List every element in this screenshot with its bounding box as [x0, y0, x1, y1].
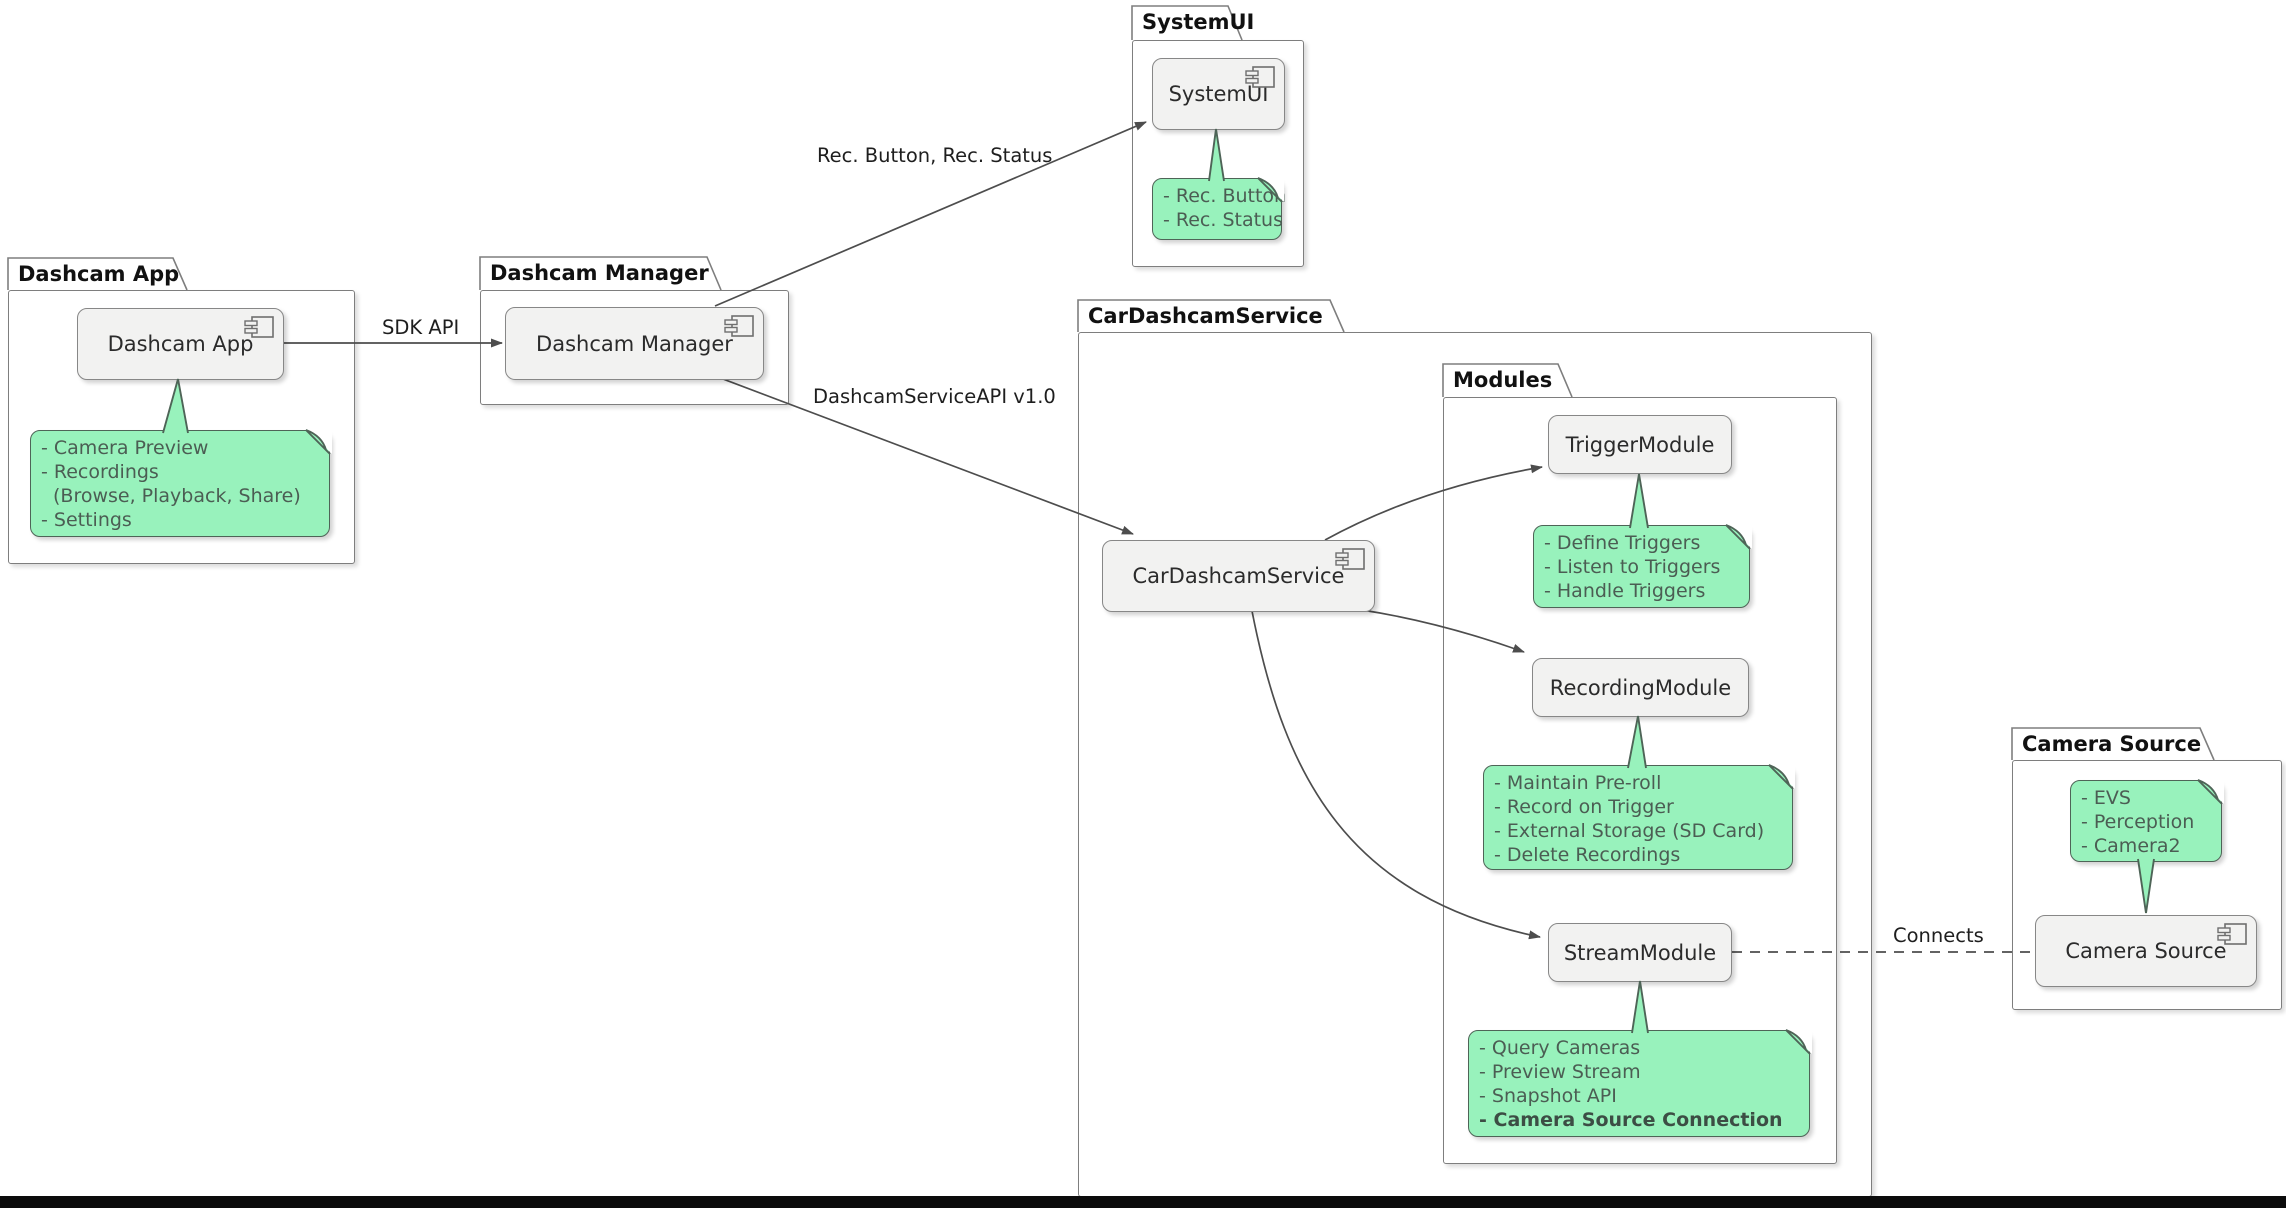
edge-label-sdk-api: SDK API: [382, 316, 460, 339]
component-dashcam-app: Dashcam App: [77, 308, 284, 380]
note-line: - Record on Trigger: [1494, 796, 1674, 818]
edge-label-rec-button-status: Rec. Button, Rec. Status: [817, 144, 1053, 167]
component-car-dashcam-service: CarDashcamService: [1102, 540, 1375, 612]
note-line: - Recordings: [41, 461, 159, 483]
package-tab-systemui: SystemUI: [1142, 10, 1255, 34]
component-label: CarDashcamService: [1132, 564, 1345, 588]
component-camera-source: Camera Source: [2035, 915, 2257, 987]
note-dashcam-app-features: - Camera Preview - Recordings (Browse, P…: [30, 430, 330, 537]
note-line: - External Storage (SD Card): [1494, 820, 1765, 842]
note-recording-module-features: - Maintain Pre-roll - Record on Trigger …: [1483, 765, 1793, 870]
component-label: Camera Source: [2065, 939, 2227, 963]
edge-label-dashcam-service-api: DashcamServiceAPI v1.0: [813, 385, 1056, 408]
package-tab-dashcam-app: Dashcam App: [18, 262, 180, 286]
note-line: - Rec. Button: [1163, 185, 1287, 207]
note-line: (Browse, Playback, Share): [53, 485, 301, 507]
note-line: - Listen to Triggers: [1544, 556, 1721, 578]
component-label: Dashcam Manager: [536, 331, 733, 356]
component-icon: [2217, 923, 2247, 945]
note-line: - Query Cameras: [1479, 1037, 1641, 1059]
note-line: - EVS: [2081, 787, 2131, 809]
note-line: - Delete Recordings: [1494, 844, 1681, 866]
component-icon: [724, 315, 754, 337]
note-line: - Camera Preview: [41, 437, 209, 459]
component-icon: [1245, 66, 1275, 88]
component-stream-module: StreamModule: [1548, 923, 1732, 982]
note-line: - Preview Stream: [1479, 1061, 1641, 1083]
component-recording-module: RecordingModule: [1532, 658, 1749, 717]
component-label: StreamModule: [1563, 940, 1717, 965]
package-tab-camera-source: Camera Source: [2022, 732, 2202, 756]
note-line: - Settings: [41, 509, 132, 531]
component-label: Dashcam App: [107, 332, 254, 356]
note-systemui-features: - Rec. Button - Rec. Status: [1152, 178, 1287, 240]
note-camera-source-features: - EVS - Perception - Camera2: [2070, 780, 2222, 862]
note-line: - Handle Triggers: [1544, 580, 1706, 602]
component-label: TriggerModule: [1565, 432, 1715, 457]
component-icon: [244, 316, 274, 338]
note-line: - Maintain Pre-roll: [1494, 772, 1662, 794]
component-label: RecordingModule: [1549, 675, 1732, 700]
note-line: - Camera Source Connection: [1479, 1109, 1783, 1131]
component-icon: [1335, 548, 1365, 570]
package-tab-dashcam-manager: Dashcam Manager: [490, 261, 709, 285]
package-tab-car-dashcam-service: CarDashcamService: [1088, 304, 1323, 328]
note-line: - Perception: [2081, 811, 2195, 833]
component-systemui: SystemUI: [1152, 58, 1285, 130]
note-line: - Camera2: [2081, 835, 2181, 857]
edge-label-connects: Connects: [1893, 924, 1984, 947]
note-trigger-module-features: - Define Triggers - Listen to Triggers -…: [1533, 525, 1750, 608]
note-stream-module-features: - Query Cameras - Preview Stream - Snaps…: [1468, 1030, 1810, 1137]
package-tab-modules: Modules: [1453, 368, 1553, 392]
component-label: SystemUI: [1168, 82, 1269, 106]
note-line: - Rec. Status: [1163, 209, 1284, 231]
component-trigger-module: TriggerModule: [1548, 415, 1732, 474]
component-dashcam-manager: Dashcam Manager: [505, 307, 764, 380]
bottom-bar: [0, 1196, 2286, 1208]
note-line: - Define Triggers: [1544, 532, 1701, 554]
note-line: - Snapshot API: [1479, 1085, 1617, 1107]
